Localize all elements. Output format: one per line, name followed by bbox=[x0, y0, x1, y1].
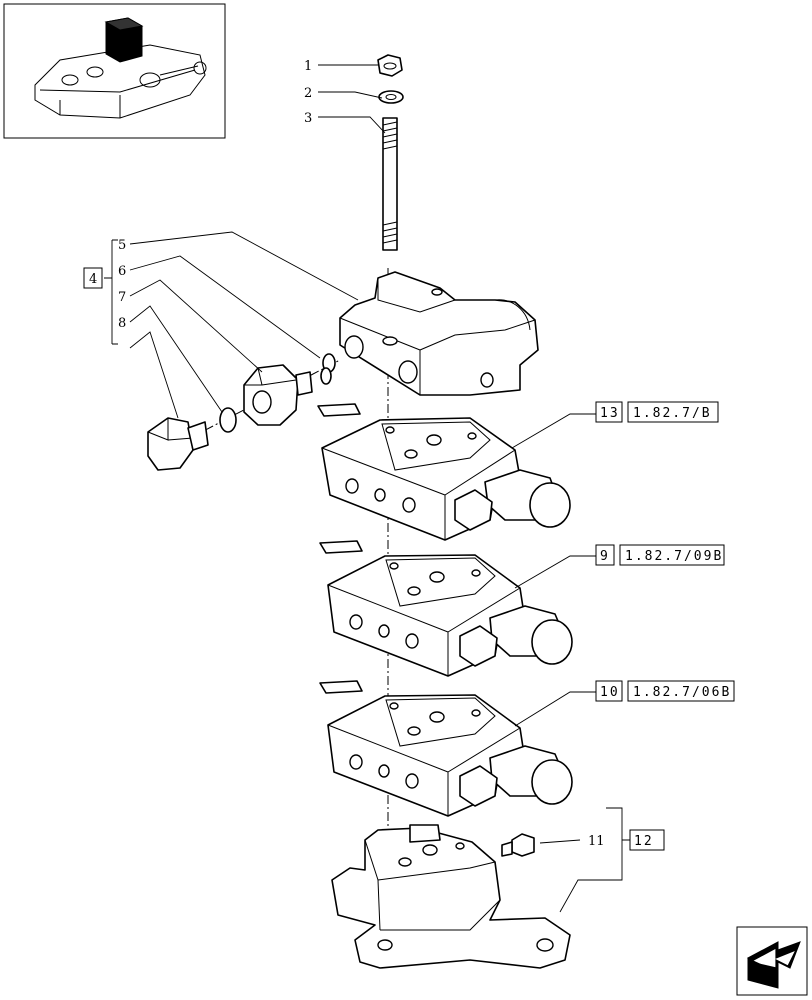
location-thumbnail[interactable] bbox=[3, 3, 226, 139]
washer-part[interactable] bbox=[378, 90, 404, 104]
hex-fitting-part[interactable] bbox=[243, 364, 313, 426]
reference-13[interactable]: 13 1.82.7/B bbox=[595, 401, 719, 423]
screw-part-11[interactable] bbox=[501, 833, 535, 857]
svg-text:13: 13 bbox=[600, 406, 620, 421]
next-page-arrow-icon[interactable] bbox=[736, 926, 808, 996]
callout-5: 5 bbox=[118, 238, 126, 253]
callout-11: 11 bbox=[588, 834, 605, 849]
o-ring-6[interactable] bbox=[320, 367, 332, 385]
callout-4-box bbox=[83, 267, 103, 289]
reference-10[interactable]: 10 1.82.7/06B bbox=[595, 680, 735, 702]
callout-8: 8 bbox=[118, 316, 126, 331]
reference-9[interactable]: 9 1.82.7/09B bbox=[595, 544, 725, 566]
svg-text:12: 12 bbox=[634, 834, 654, 849]
valve-section-10[interactable] bbox=[319, 680, 573, 817]
tractor-hydraulics-thumbnail-icon bbox=[34, 17, 207, 119]
callout-1: 1 bbox=[304, 59, 312, 74]
valve-section-13[interactable] bbox=[317, 403, 571, 541]
svg-text:10: 10 bbox=[600, 685, 620, 700]
stud-part[interactable] bbox=[382, 117, 398, 251]
inlet-cover-part[interactable] bbox=[339, 271, 539, 396]
svg-text:9: 9 bbox=[600, 549, 610, 564]
callout-4[interactable]: 4 bbox=[89, 272, 97, 287]
callout-7: 7 bbox=[118, 290, 126, 305]
svg-text:1.82.7/09B: 1.82.7/09B bbox=[625, 549, 723, 564]
callout-2: 2 bbox=[304, 86, 312, 101]
valve-section-9[interactable] bbox=[319, 540, 573, 677]
svg-text:1.82.7/B: 1.82.7/B bbox=[633, 406, 712, 421]
nut-part[interactable] bbox=[377, 54, 403, 77]
reference-12[interactable]: 12 bbox=[629, 829, 665, 851]
callout-6: 6 bbox=[118, 264, 126, 279]
leader-lines bbox=[104, 64, 630, 913]
plug-part[interactable] bbox=[147, 417, 209, 471]
callout-3: 3 bbox=[304, 111, 312, 126]
side-assembly-axis bbox=[189, 359, 341, 439]
o-ring-7[interactable] bbox=[219, 407, 237, 433]
svg-text:1.82.7/06B: 1.82.7/06B bbox=[633, 685, 731, 700]
end-cover-12[interactable] bbox=[331, 824, 571, 969]
